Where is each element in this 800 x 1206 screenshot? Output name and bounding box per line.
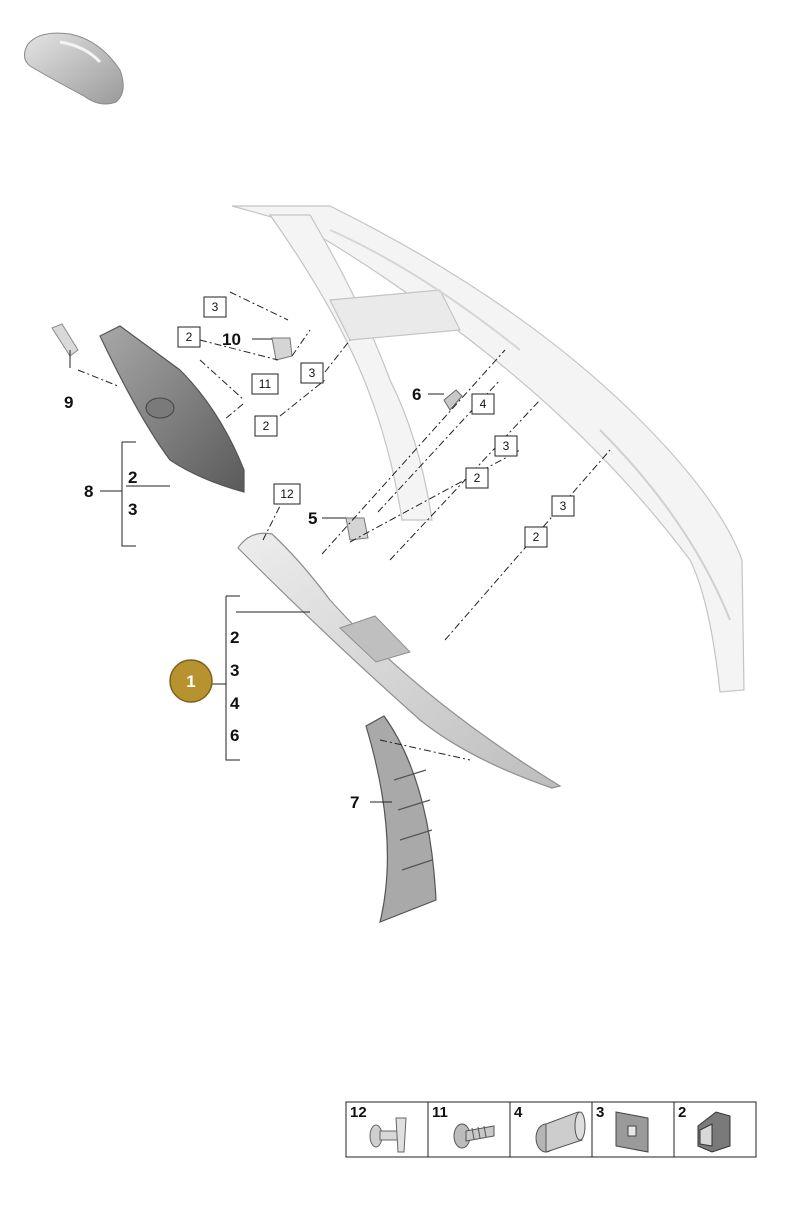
svg-text:3: 3 [212, 300, 219, 314]
callout-6: 6 [412, 385, 421, 404]
svg-text:2: 2 [474, 471, 481, 485]
legend-cell-11[interactable]: 11 [432, 1104, 495, 1149]
small-cap-piece [51, 323, 79, 357]
lower-trim-piece [365, 715, 437, 923]
svg-text:2: 2 [263, 419, 270, 433]
push-clip-icon [369, 1117, 407, 1153]
callout-8: 8 [84, 482, 93, 501]
boxed-label-4: 4 [471, 393, 495, 415]
legend-cell-12[interactable]: 12 [350, 1104, 407, 1153]
svg-text:2: 2 [533, 530, 540, 544]
svg-text:11: 11 [432, 1104, 448, 1121]
boxed-label-3-mid: 3 [300, 362, 324, 384]
svg-text:4: 4 [514, 1104, 523, 1121]
callout-1-sub-6: 6 [230, 726, 239, 745]
svg-text:3: 3 [596, 1104, 604, 1121]
boxed-label-2-r1: 2 [465, 467, 489, 489]
clip-part-6 [443, 389, 463, 411]
boxed-label-3-r2: 3 [551, 495, 575, 517]
clip-part-10 [271, 337, 293, 361]
callout-9: 9 [64, 393, 73, 412]
boxed-label-11: 11 [251, 373, 279, 395]
svg-text:3: 3 [309, 366, 316, 380]
clip-part-5 [345, 517, 369, 541]
svg-text:2: 2 [678, 1104, 686, 1121]
svg-text:2: 2 [186, 330, 193, 344]
boxed-label-2-r2: 2 [524, 526, 548, 548]
fastener-legend: 12 11 4 3 [345, 1101, 757, 1158]
callout-1-sub-3: 3 [230, 661, 239, 680]
body-frame [231, 205, 745, 693]
square-pad-icon [615, 1111, 649, 1153]
callout-1-sub-4: 4 [230, 694, 240, 713]
car-thumbnail-icon [24, 32, 124, 105]
boxed-label-3-top: 3 [203, 296, 227, 318]
callout-5: 5 [308, 509, 317, 528]
legend-cell-3[interactable]: 3 [596, 1104, 649, 1153]
screw-icon [453, 1123, 495, 1149]
callout-8-sub-2: 2 [128, 468, 137, 487]
svg-text:12: 12 [350, 1104, 367, 1121]
callout-1-sub-2: 2 [230, 628, 239, 647]
main-part-badge[interactable]: 1 [169, 659, 213, 703]
spring-clip-icon [697, 1111, 731, 1153]
solid-leaders [69, 338, 444, 803]
svg-text:4: 4 [480, 397, 487, 411]
speaker-cover [99, 325, 245, 493]
a-pillar-trim [237, 532, 562, 789]
legend-cell-2[interactable]: 2 [678, 1104, 731, 1153]
svg-text:12: 12 [280, 487, 294, 501]
boxed-label-12: 12 [273, 483, 301, 505]
callout-8-sub-3: 3 [128, 500, 137, 519]
boxed-label-2-mid: 2 [254, 415, 278, 437]
svg-text:3: 3 [503, 439, 510, 453]
svg-text:3: 3 [560, 499, 567, 513]
boxed-label-3-r1: 3 [494, 435, 518, 457]
grommet-icon [535, 1111, 586, 1153]
main-part-badge-label: 1 [186, 672, 195, 691]
callout-10: 10 [222, 330, 241, 349]
svg-text:11: 11 [259, 377, 272, 391]
boxed-label-2-top: 2 [177, 326, 201, 348]
legend-cell-4[interactable]: 4 [514, 1104, 586, 1153]
callout-7: 7 [350, 793, 359, 812]
